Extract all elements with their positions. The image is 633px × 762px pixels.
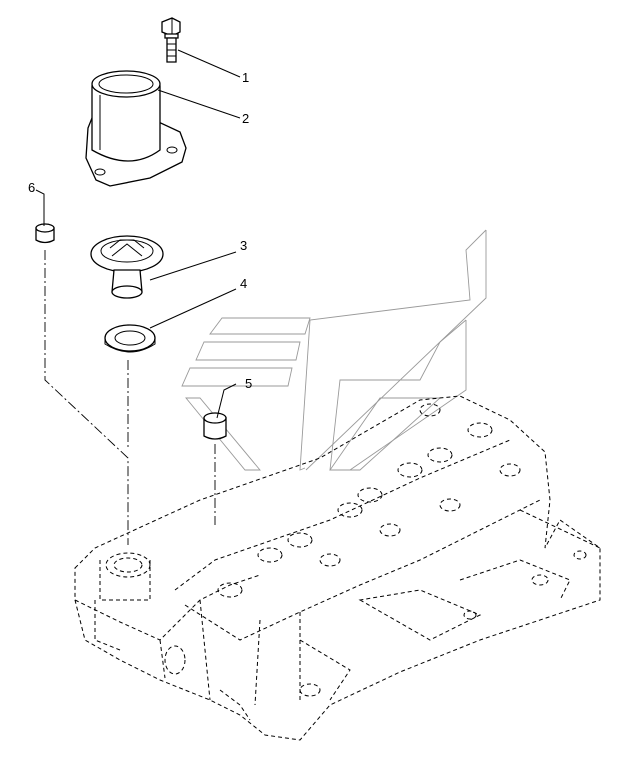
callout-labels: 1 2 3 4 5 6 bbox=[28, 70, 252, 391]
assembly-centerlines bbox=[44, 250, 216, 545]
callout-1: 1 bbox=[242, 70, 249, 85]
seal-ring-part bbox=[104, 324, 156, 353]
sleeve-part bbox=[203, 412, 227, 440]
watermark-logo bbox=[181, 229, 487, 471]
bolt-part bbox=[161, 17, 181, 63]
thermostat-part bbox=[90, 235, 164, 299]
callout-2: 2 bbox=[242, 111, 249, 126]
callout-3: 3 bbox=[240, 238, 247, 253]
callout-5: 5 bbox=[245, 376, 252, 391]
callout-6: 6 bbox=[28, 180, 35, 195]
plug-part bbox=[35, 223, 55, 244]
cylinder-head-outline bbox=[74, 395, 601, 741]
thermostat-housing-part bbox=[85, 70, 187, 187]
leader-lines bbox=[35, 49, 241, 419]
callout-4: 4 bbox=[240, 276, 247, 291]
